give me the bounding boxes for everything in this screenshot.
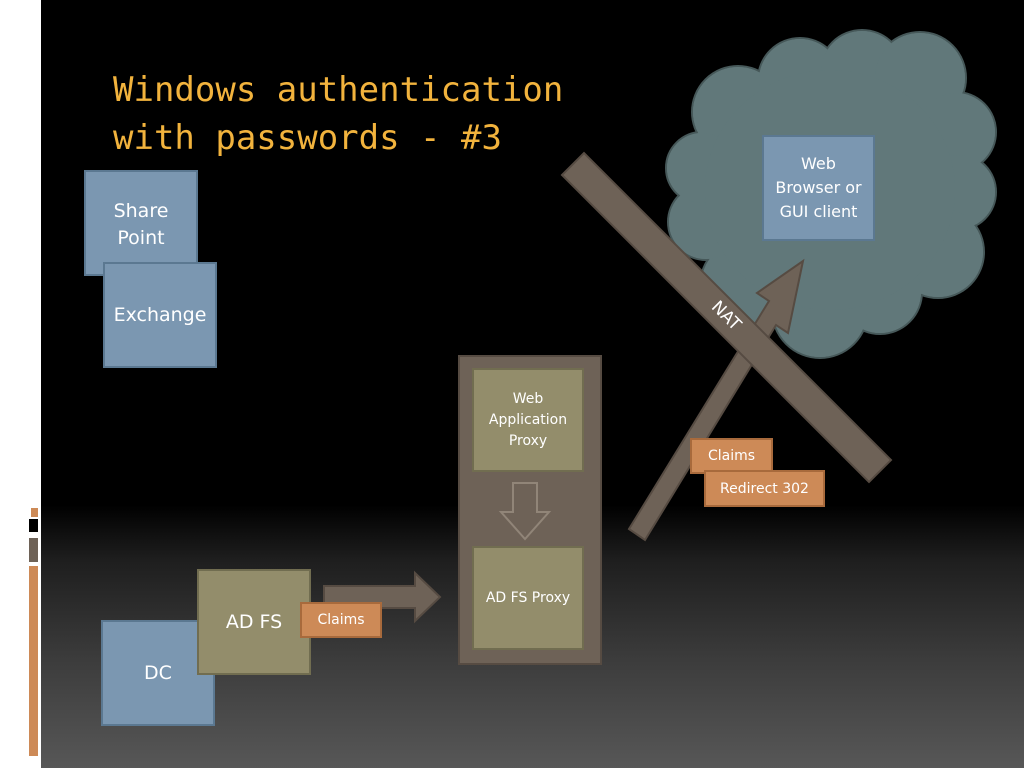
deco-bar-2 <box>29 519 38 532</box>
redirect-token: Redirect 302 <box>704 470 825 507</box>
wap-label-line1: Web <box>512 390 544 407</box>
redirect-token-label: Redirect 302 <box>720 480 809 497</box>
deco-bar-3 <box>29 538 38 562</box>
adfs-box: AD FS <box>197 569 311 675</box>
web-browser-label-line3: GUI client <box>779 202 858 221</box>
web-browser-label-line2: Browser or <box>775 178 862 197</box>
claims-token-adfs-label: Claims <box>317 612 365 628</box>
wap-label-line3: Proxy <box>508 432 548 449</box>
claims-token-client: Claims <box>690 438 773 474</box>
adfs-proxy-box: AD FS Proxy <box>472 546 584 650</box>
adfs-label: AD FS <box>225 611 283 633</box>
dc-box: DC <box>101 620 215 726</box>
sharepoint-label-line2: Point <box>117 227 165 249</box>
title-line-1: Windows authentication <box>113 70 564 110</box>
deco-bar-4 <box>29 566 38 756</box>
sharepoint-label-line1: Share <box>113 200 169 222</box>
nat-barrier <box>560 151 893 484</box>
dc-label: DC <box>144 661 172 684</box>
title-line-2: with passwords - #3 <box>113 118 502 158</box>
exchange-box: Exchange <box>103 262 217 368</box>
exchange-label: Exchange <box>113 303 207 326</box>
web-browser-label-line1: Web <box>801 154 836 173</box>
web-browser-box: Web Browser or GUI client <box>762 135 875 241</box>
deco-bar-1 <box>31 508 38 517</box>
claims-token-client-label: Claims <box>707 448 756 464</box>
web-application-proxy-box: Web Application Proxy <box>472 368 584 472</box>
wap-label-line2: Application <box>488 411 568 428</box>
slide-title: Windows authentication with passwords - … <box>113 66 633 162</box>
adfs-proxy-label: AD FS Proxy <box>485 590 571 606</box>
claims-token-adfs: Claims <box>300 602 382 638</box>
sharepoint-box: Share Point <box>84 170 198 276</box>
